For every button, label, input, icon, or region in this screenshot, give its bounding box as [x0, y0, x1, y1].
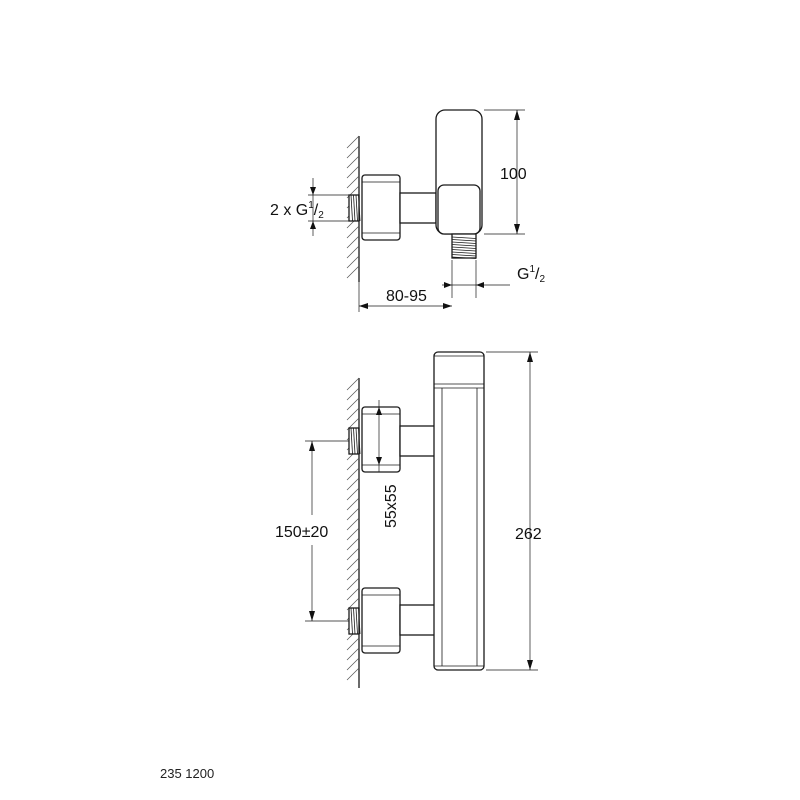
thread-line [451, 251, 477, 254]
outlet-thread-lines [451, 236, 477, 259]
inlet-thread-lines [350, 194, 361, 222]
thread-line [358, 194, 361, 222]
hatch-line [346, 377, 360, 391]
thread-line [451, 256, 477, 259]
dim-label-thread-left: 2 x G1/2 [270, 200, 324, 221]
hatch-line [346, 175, 360, 189]
hatch-line [346, 235, 360, 249]
hatch-line [346, 225, 360, 239]
arrow [443, 303, 452, 309]
hatch-line [346, 387, 360, 401]
hatch-line [346, 527, 360, 541]
thread-line [358, 427, 361, 455]
thread-line [353, 607, 356, 635]
hatch-line [346, 637, 360, 651]
dim-label-depth: 80-95 [386, 288, 427, 305]
hatch-line [346, 135, 360, 149]
arrow [376, 457, 382, 465]
upper-mounting-block [361, 406, 401, 473]
arrow [376, 407, 382, 415]
hatch-line [346, 487, 360, 501]
hatch-line [346, 265, 360, 279]
thermostat-body [433, 351, 485, 671]
lower-connector [399, 604, 437, 636]
hatch-line [346, 567, 360, 581]
hatch-line [346, 407, 360, 421]
hatch-line [346, 457, 360, 471]
product-code: 235 1200 [160, 766, 214, 781]
wall-hatch-top [346, 135, 360, 279]
arrow [476, 282, 484, 288]
thread-line [451, 241, 477, 244]
hatch-line [346, 577, 360, 591]
thread-line [451, 249, 477, 252]
top-view: 100 2 x G1/2 80-95 G1/2 [270, 109, 545, 312]
thread-line [451, 239, 477, 242]
connector-pipe-top [399, 192, 437, 224]
hatch-line [346, 145, 360, 159]
dim-label-spacing: 150±20 [275, 524, 328, 541]
arrow [309, 611, 315, 621]
upper-connector [399, 425, 437, 457]
front-view: 262 150±20 55x55 [275, 351, 542, 688]
arrow [527, 352, 533, 362]
upper-thread-lines [350, 427, 361, 455]
dim-label-thread-outlet: G1/2 [517, 264, 545, 285]
hatch-line [346, 647, 360, 661]
hatch-line [346, 165, 360, 179]
hatch-line [346, 245, 360, 259]
thread-line [350, 194, 353, 222]
arrow [444, 282, 452, 288]
hatch-line [346, 477, 360, 491]
hatch-line [346, 587, 360, 601]
lower-mounting-block [361, 587, 401, 654]
arrow [309, 441, 315, 451]
thread-line [355, 607, 358, 635]
thread-line [358, 607, 361, 635]
hatch-line [346, 547, 360, 561]
mounting-block-top [361, 174, 401, 241]
hatch-line [346, 657, 360, 671]
dim-label-height: 100 [500, 166, 527, 183]
hatch-line [346, 507, 360, 521]
thread-line [350, 607, 353, 635]
hatch-line [346, 155, 360, 169]
arrow [514, 110, 520, 120]
arrow [359, 303, 368, 309]
thread-line [451, 254, 477, 257]
hatch-line [346, 397, 360, 411]
lower-thread-lines [350, 607, 361, 635]
thread-line [353, 194, 356, 222]
arrow [527, 660, 533, 670]
arrow [310, 187, 316, 195]
thread-line [451, 244, 477, 247]
thread-line [355, 427, 358, 455]
thread-line [451, 246, 477, 249]
arrow [514, 224, 520, 234]
hatch-line [346, 467, 360, 481]
hatch-line [346, 255, 360, 269]
thread-line [350, 427, 353, 455]
dim-label-block: 55x55 [383, 484, 400, 528]
arrow [310, 221, 316, 229]
hatch-line [346, 537, 360, 551]
thread-line [353, 427, 356, 455]
thread-line [355, 194, 358, 222]
hatch-line [346, 517, 360, 531]
valve-handle-side [437, 184, 481, 235]
wall-hatch-front [346, 377, 360, 681]
dim-label-total-height: 262 [515, 526, 542, 543]
hatch-line [346, 667, 360, 681]
thread-line [451, 236, 477, 239]
hatch-line [346, 497, 360, 511]
hatch-line [346, 557, 360, 571]
